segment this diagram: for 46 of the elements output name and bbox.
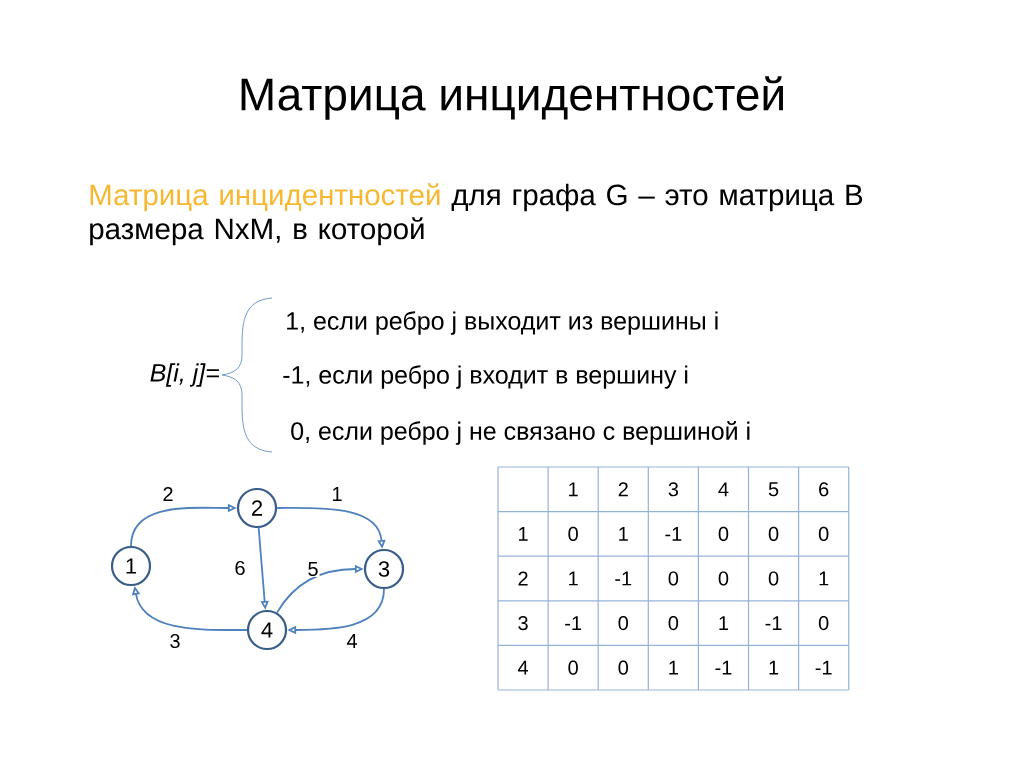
header-cell: 1: [569, 482, 578, 497]
table-cell: 1: [769, 660, 779, 675]
definition-text: Матрица инцидентностей для графа G – это матрица B размера NxM, в которой: [90, 183, 863, 246]
table-cell: 0: [768, 526, 779, 541]
table-cell: 0: [668, 616, 679, 631]
header-cell: 1: [519, 527, 528, 541]
header-cell: 3: [668, 482, 679, 497]
table-cell: 1: [819, 571, 829, 586]
table-cell: 0: [568, 660, 578, 675]
edge-label: 2: [163, 487, 173, 501]
header-cell: 4: [718, 482, 729, 497]
slide-title: Матрица инцидентностей: [241, 76, 783, 120]
table-cell: -1: [815, 660, 832, 675]
table-cell: -1: [715, 660, 732, 675]
header-cell: 3: [518, 616, 528, 631]
edge-label: 1: [332, 487, 342, 501]
table-cell: 0: [718, 571, 729, 586]
header-cell: 5: [768, 482, 779, 497]
table-cell: 0: [718, 526, 729, 541]
table-cell: -1: [615, 571, 632, 586]
edge-label: 3: [170, 633, 180, 649]
table-cell: 0: [768, 571, 779, 586]
edge-label: 4: [346, 634, 357, 648]
header-cell: 2: [618, 482, 628, 497]
table-cell: 0: [668, 571, 679, 586]
table-cell: -1: [565, 616, 582, 630]
table-cell: 0: [618, 616, 629, 631]
table-cell: 1: [669, 660, 678, 675]
case-text: 0, если ребро j не связано с вершиной i: [291, 421, 750, 445]
table-cell: 1: [619, 527, 628, 541]
table-cell: -1: [665, 527, 682, 541]
header-cell: 2: [518, 571, 528, 586]
header-cell: 6: [819, 482, 829, 497]
table-cell: 1: [569, 571, 578, 586]
table-cell: 0: [818, 616, 829, 631]
table-cell: 0: [568, 526, 578, 541]
table-cell: 0: [818, 526, 829, 541]
table-cell: -1: [765, 616, 782, 630]
header-cell: 4: [517, 660, 529, 675]
edge-label: 6: [235, 560, 245, 576]
edge-label: 5: [308, 562, 318, 576]
case-text: 1, если ребро j выходит из вершины i: [287, 311, 718, 335]
formula-lhs: B[i, j]=: [150, 363, 219, 387]
table-cell: 0: [618, 660, 629, 675]
case-text: -1, если ребро j входит в вершину i: [283, 365, 688, 389]
table-cell: 1: [719, 616, 729, 630]
